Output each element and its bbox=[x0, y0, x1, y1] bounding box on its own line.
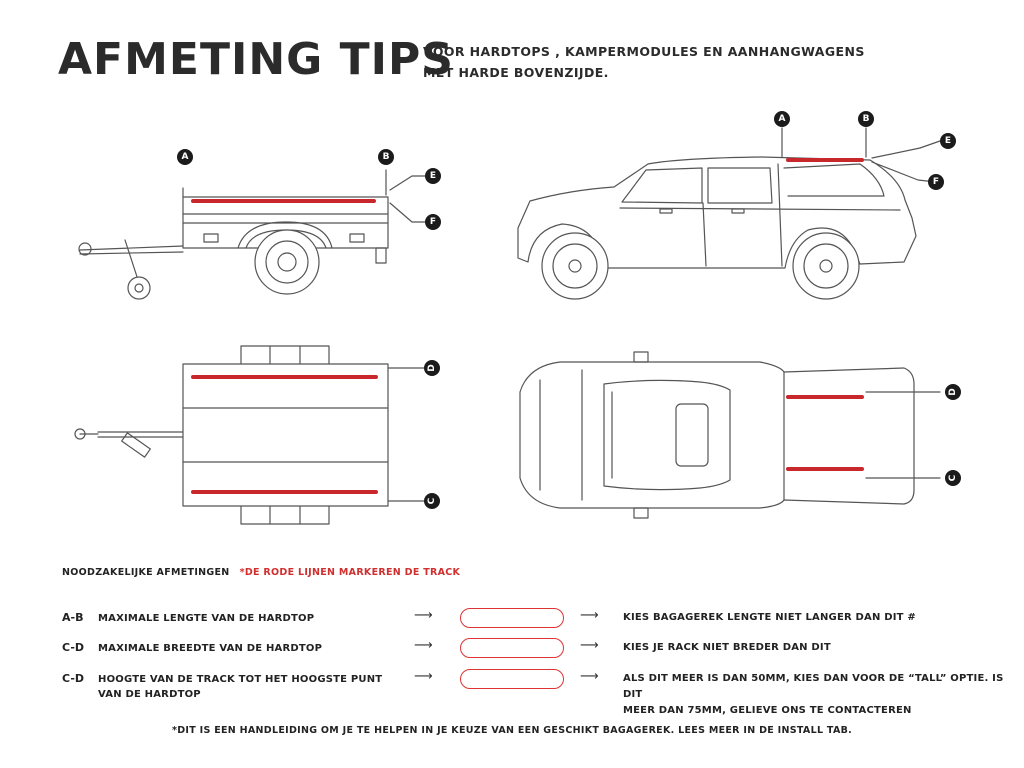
row-3-result: ALS DIT MEER IS DAN 50MM, KIES DAN VOOR … bbox=[623, 671, 1024, 719]
row-2-arrow-right-icon: ⟶ bbox=[580, 638, 599, 653]
footer-disclaimer: *DIT IS EEN HANDLEIDING OM JE TE HELPEN … bbox=[171, 725, 853, 736]
row-2-measurement-input[interactable] bbox=[460, 638, 564, 658]
marker-b-trailer: B bbox=[378, 149, 394, 165]
requirements-heading: NOODZAKELIJKE AFMETINGEN *DE RODE LIJNEN … bbox=[62, 567, 460, 578]
subtitle-line-2: MET HARDE BOVENZIJDE. bbox=[423, 65, 609, 80]
marker-f-pickup: F bbox=[928, 174, 944, 190]
row-2-result: KIES JE RACK NIET BREDER DAN DIT bbox=[623, 642, 831, 653]
row-1-result: KIES BAGAGEREK LENGTE NIET LANGER DAN DI… bbox=[623, 612, 916, 623]
track-note: *DE RODE LIJNEN MARKEREN DE TRACK bbox=[239, 567, 461, 578]
row-1-code: A-B bbox=[62, 611, 84, 624]
row-3-arrow-right-icon: ⟶ bbox=[580, 669, 599, 684]
row-3-label: HOOGTE VAN DE TRACK TOT HET HOOGSTE PUNT… bbox=[98, 672, 382, 702]
trailer-top-illustration bbox=[74, 345, 425, 525]
marker-c-pickup: C bbox=[945, 470, 961, 486]
marker-d-trailer: D bbox=[424, 360, 440, 376]
trailer-side-illustration bbox=[78, 169, 429, 300]
subtitle-line-1: VOOR HARDTOPS , KAMPERMODULES EN AANHANG… bbox=[423, 44, 865, 59]
marker-e-trailer: E bbox=[425, 168, 441, 184]
row-3-result-line-1: ALS DIT MEER IS DAN 50MM, KIES DAN VOOR … bbox=[623, 673, 1004, 700]
marker-b-pickup: B bbox=[858, 111, 874, 127]
marker-d-pickup: D bbox=[945, 384, 961, 400]
row-2-arrow-left-icon: ⟶ bbox=[414, 638, 433, 653]
page-subtitle: VOOR HARDTOPS , KAMPERMODULES EN AANHANG… bbox=[423, 41, 865, 83]
vehicle-illustrations bbox=[74, 127, 941, 525]
row-3-result-line-2: MEER DAN 75MM, GELIEVE ONS TE CONTACTERE… bbox=[623, 705, 912, 716]
page-title: AFMETING TIPS bbox=[58, 34, 454, 85]
row-2-code: C-D bbox=[62, 641, 85, 654]
marker-a-trailer: A bbox=[177, 149, 193, 165]
row-1-measurement-input[interactable] bbox=[460, 608, 564, 628]
row-3-label-line-2: VAN DE HARDTOP bbox=[98, 689, 201, 700]
marker-f-trailer: F bbox=[425, 214, 441, 230]
row-2-label: MAXIMALE BREEDTE VAN DE HARDTOP bbox=[98, 643, 323, 654]
requirements-title: NOODZAKELIJKE AFMETINGEN bbox=[62, 567, 230, 578]
marker-c-trailer: C bbox=[424, 493, 440, 509]
marker-e-pickup: E bbox=[940, 133, 956, 149]
row-3-measurement-input[interactable] bbox=[460, 669, 564, 689]
pickup-side-illustration bbox=[517, 127, 941, 300]
row-1-arrow-left-icon: ⟶ bbox=[414, 608, 433, 623]
row-3-label-line-1: HOOGTE VAN DE TRACK TOT HET HOOGSTE PUNT bbox=[98, 674, 383, 685]
marker-a-pickup: A bbox=[774, 111, 790, 127]
pickup-top-illustration bbox=[519, 351, 941, 519]
row-1-label: MAXIMALE LENGTE VAN DE HARDTOP bbox=[98, 613, 315, 624]
row-3-arrow-left-icon: ⟶ bbox=[414, 669, 433, 684]
row-1-arrow-right-icon: ⟶ bbox=[580, 608, 599, 623]
row-3-code: C-D bbox=[62, 672, 85, 685]
